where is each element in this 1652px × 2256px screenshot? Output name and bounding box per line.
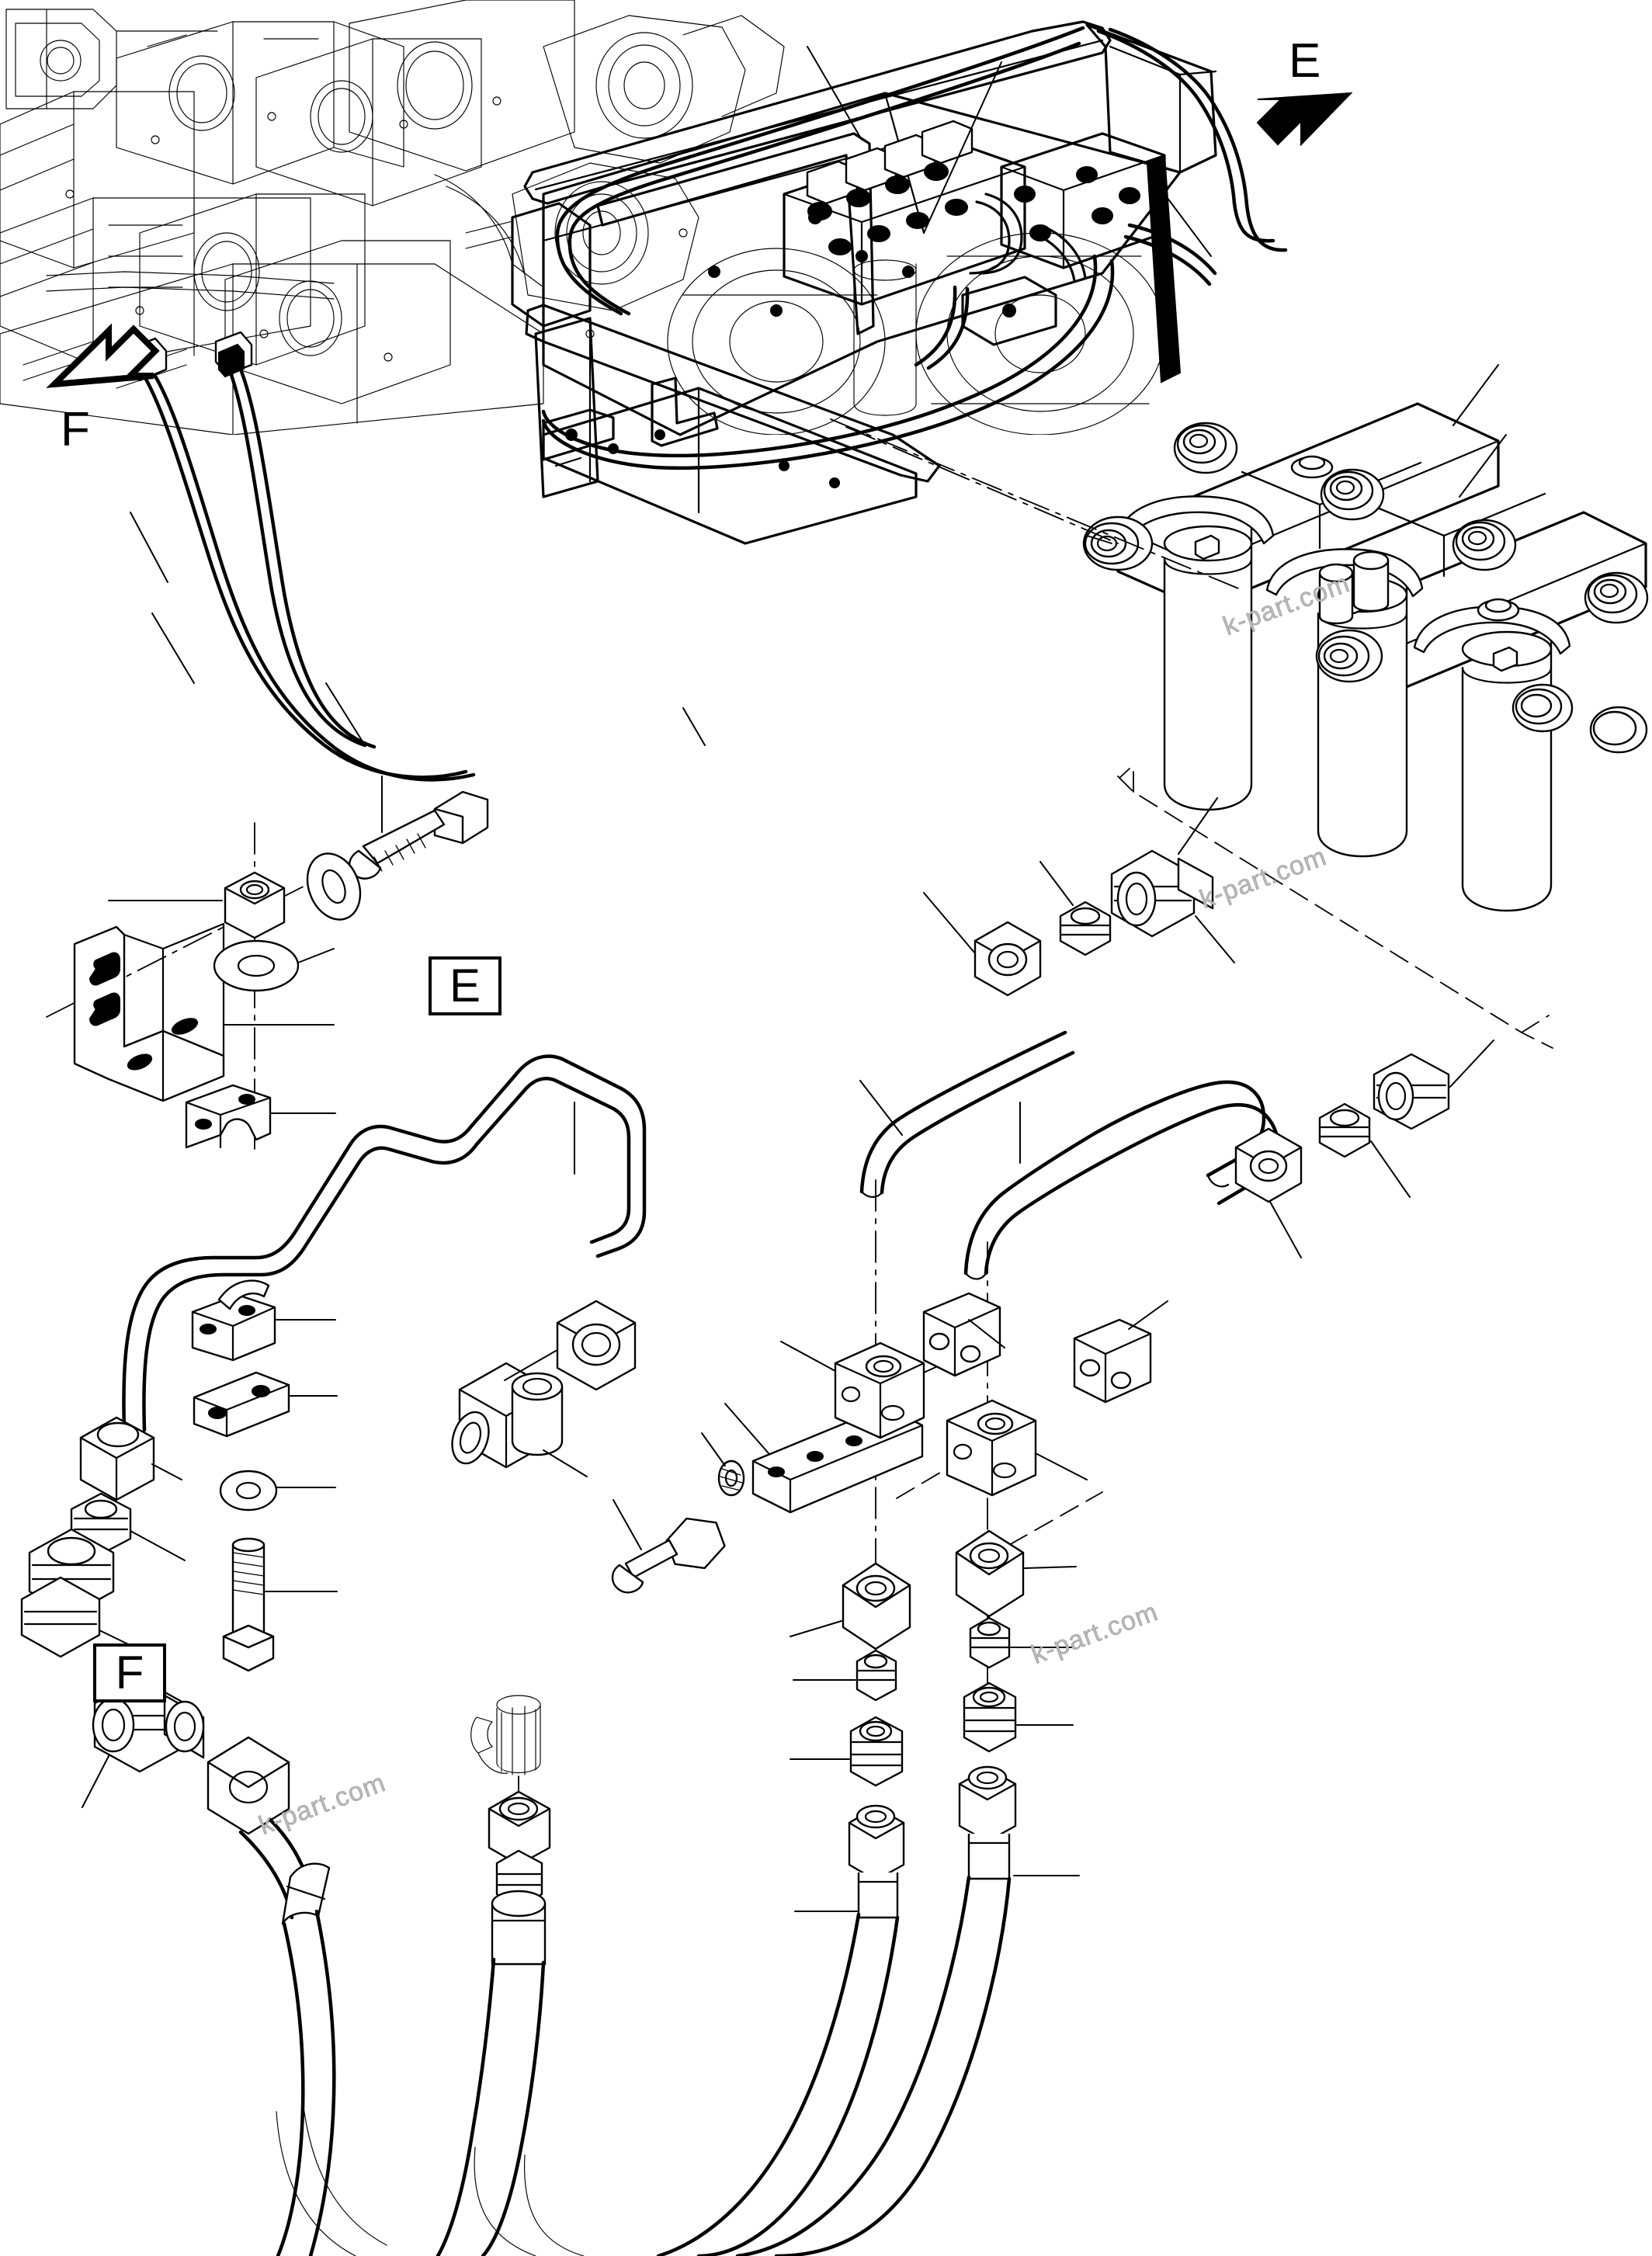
part-sleeve-left — [856, 1649, 897, 1702]
part-hose-right — [735, 1765, 1017, 2256]
part-washer-small — [219, 1470, 278, 1512]
part-plain-washer — [213, 939, 300, 992]
hose-route-ghost — [276, 2100, 585, 2256]
part-washer-bolt — [306, 852, 362, 921]
part-retainer-plate-a — [922, 1292, 1001, 1377]
part-hose-left — [656, 1804, 905, 2256]
detail-E-hardware — [20, 776, 647, 1672]
part-hose-end-F — [436, 1890, 547, 2256]
view-arrow-E-letter: E — [1289, 34, 1321, 88]
part-bolt-short — [611, 1517, 726, 1594]
part-angle-bracket — [73, 922, 225, 1102]
part-filter-head-ghost — [470, 1695, 541, 1775]
part-adapter-right — [1373, 1053, 1450, 1130]
part-union-nut-E — [79, 1416, 155, 1501]
part-elbow-fitting — [451, 1362, 564, 1469]
filter-port — [1320, 468, 1385, 521]
view-arrow-F-letter: F — [61, 403, 90, 456]
part-bolt — [349, 790, 489, 880]
view-arrow-E — [1256, 92, 1353, 147]
control-valve-bank — [783, 120, 1166, 416]
filter-port — [1584, 571, 1649, 624]
filter-port — [1452, 519, 1517, 571]
part-sleeve-upper — [1059, 901, 1112, 956]
part-clamp-half-lower — [191, 1279, 276, 1362]
part-spacer-block-upper — [834, 1341, 925, 1439]
part-sleeve-right — [969, 1616, 1011, 1669]
part-coupling-nut-F — [488, 1790, 551, 1866]
part-nut-right — [1234, 1127, 1303, 1203]
view-arrow-F-label: F — [61, 406, 90, 454]
detail-callout-E: E — [429, 956, 502, 1015]
part-tube-short — [859, 1030, 1075, 1198]
part-adapter-E — [20, 1528, 115, 1658]
filter-port — [1173, 422, 1238, 474]
center-detail-blocks — [611, 797, 1494, 2256]
part-connector-right — [963, 1682, 1017, 1753]
reference-wedge — [1146, 154, 1182, 384]
hydraulic-tubing-top — [127, 26, 1288, 782]
filter-port — [1511, 683, 1574, 733]
assembly-leader-lines — [130, 46, 1507, 746]
view-arrow-E-label: E — [1289, 37, 1321, 85]
part-washer-tiny — [717, 1459, 745, 1497]
part-retainer-plate-b — [1073, 1318, 1152, 1404]
filter-port — [1589, 706, 1648, 754]
part-hose-nut-F — [206, 1736, 336, 2256]
part-sleeve-right — [1318, 1102, 1371, 1158]
part-adapter-upper — [1110, 849, 1214, 938]
part-connector-left — [849, 1716, 904, 1787]
triple-filter-manifold — [1082, 364, 1649, 912]
detail-callout-F-label: F — [115, 1647, 144, 1699]
part-tube-assembly — [122, 1054, 647, 1432]
part-union-nut-right — [955, 1529, 1025, 1618]
part-lock-nut — [224, 871, 286, 939]
part-clamp-plate — [193, 1371, 290, 1438]
view-arrow-F — [46, 323, 160, 388]
part-union-nut-left — [842, 1562, 911, 1650]
detail-callout-E-label: E — [449, 960, 481, 1012]
part-clamp-half-upper — [185, 1084, 272, 1149]
part-tube-long — [963, 1080, 1280, 1280]
centerlines — [830, 418, 1553, 1049]
detail-F-hardware — [82, 1677, 585, 2256]
part-nut-upper — [974, 921, 1042, 997]
filter-port — [1315, 629, 1383, 683]
part-long-bolt — [222, 1537, 275, 1672]
part-union-nut-tube — [556, 1300, 637, 1391]
detail-callout-F: F — [93, 1643, 166, 1702]
part-spacer-block-lower — [946, 1399, 1037, 1497]
